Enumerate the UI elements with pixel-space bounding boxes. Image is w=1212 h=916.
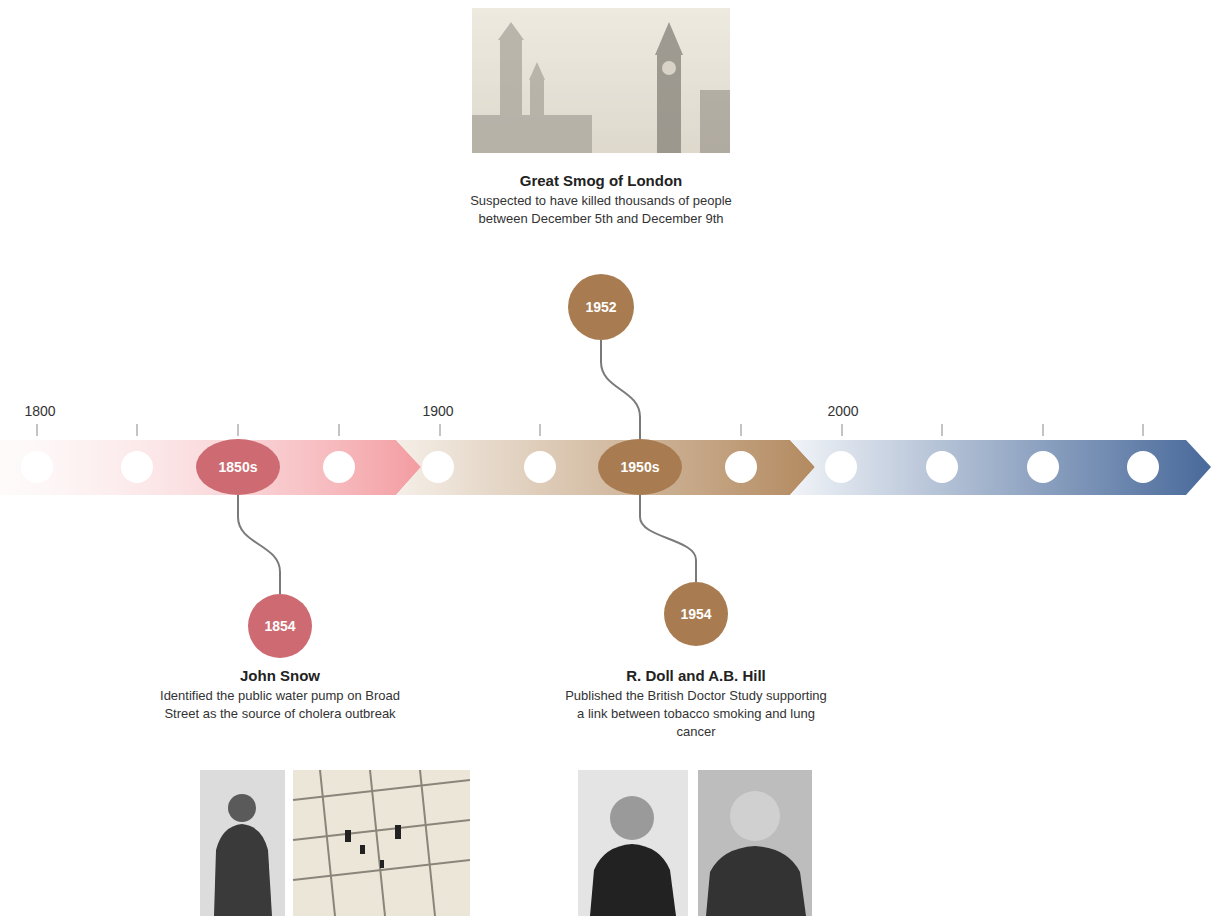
tick-marks [37, 424, 1143, 436]
year-label: 1800 [10, 402, 70, 422]
connector-line [601, 340, 640, 439]
timeline-band [0, 440, 421, 495]
node-shape [664, 582, 728, 646]
portrait-photo [698, 770, 812, 916]
year-label: 1900 [408, 402, 468, 422]
year-label: 2000 [813, 402, 873, 422]
timeline-band [396, 440, 815, 495]
smog-photo [472, 8, 730, 153]
connector-line [238, 495, 280, 594]
connector-line [640, 495, 696, 582]
year-circle: 1952 [568, 274, 634, 340]
portrait-photo [578, 770, 688, 916]
timeline-band [790, 440, 1211, 495]
decade-ellipse: 1950s [598, 439, 682, 495]
event-description: Published the British Doctor Study suppo… [565, 687, 827, 742]
event-description: Identified the public water pump on Broa… [155, 687, 405, 723]
node-shape [196, 439, 280, 495]
year-text: 1952 [585, 299, 616, 316]
year-circle: 1854 [248, 594, 312, 658]
event-description: Suspected to have killed thousands of pe… [456, 192, 746, 228]
node-shape [248, 594, 312, 658]
year-text: 1954 [680, 606, 711, 623]
decade-ellipse: 1850s [196, 439, 280, 495]
year-text: 1854 [264, 618, 295, 635]
year-text: 1850s [219, 459, 258, 476]
timeline-dots [21, 451, 1159, 483]
portrait-photo [200, 770, 285, 916]
event-title: R. Doll and A.B. Hill [546, 665, 846, 686]
event-title: Great Smog of London [441, 170, 761, 191]
node-shape [598, 439, 682, 495]
year-circle: 1954 [664, 582, 728, 646]
year-text: 1950s [621, 459, 660, 476]
event-title: John Snow [130, 665, 430, 686]
node-shape [568, 274, 634, 340]
map-photo [293, 770, 470, 916]
